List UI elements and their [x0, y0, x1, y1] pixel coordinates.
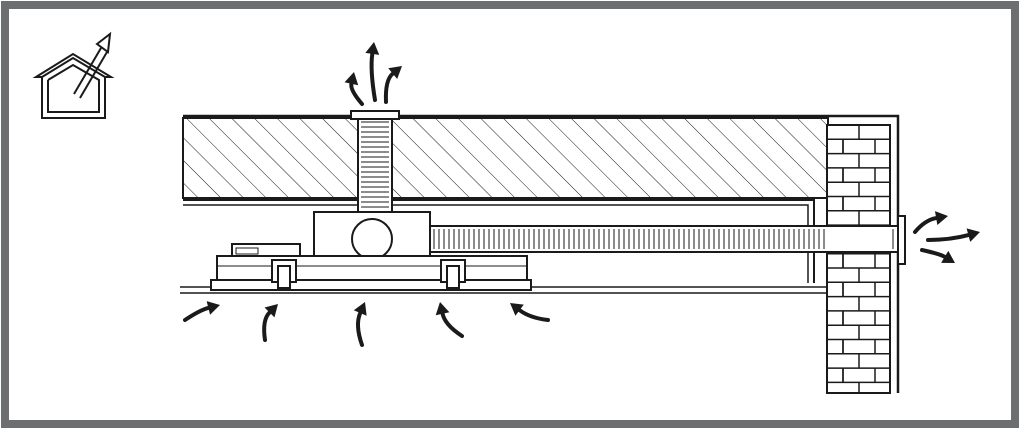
roof-cap — [350, 110, 400, 120]
intake-arrow — [183, 301, 220, 322]
vertical-exhaust-duct — [350, 110, 400, 213]
roof-outlet-arrow — [365, 42, 380, 102]
wall-outlet-arrow — [920, 248, 955, 263]
intake-arrow — [262, 304, 278, 342]
intake-arrow — [353, 302, 367, 347]
cooker-hood-unit — [210, 211, 532, 291]
brick-wall — [826, 124, 891, 394]
roof-outlet-arrow — [383, 66, 402, 104]
wall-grille — [897, 215, 906, 265]
roof-outlet-arrow — [344, 72, 364, 106]
wall-outlet-arrow — [926, 228, 980, 242]
wall-outlet-arrow — [913, 211, 948, 234]
ceiling-slab — [182, 114, 900, 393]
house-exhaust-outside-icon — [32, 31, 115, 119]
intake-arrow — [510, 303, 550, 322]
intake-arrow — [435, 302, 464, 338]
horizontal-exhaust-duct — [429, 215, 906, 265]
